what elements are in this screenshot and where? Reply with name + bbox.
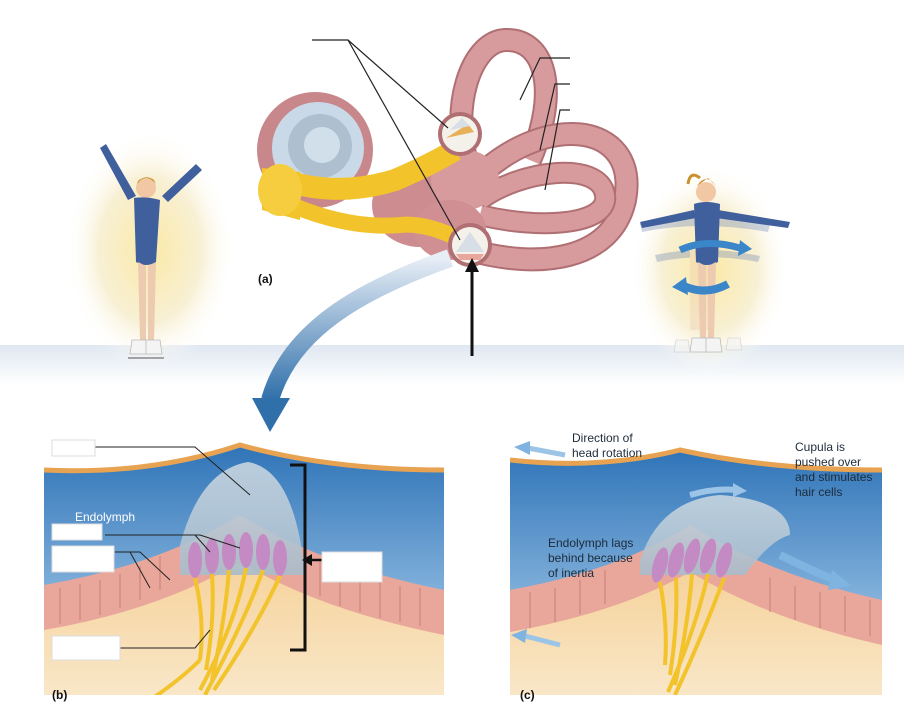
skater-spinning: [640, 173, 790, 353]
rotation-arrow-lower: [682, 280, 730, 295]
blank-label-hair-cells[interactable]: [51, 523, 103, 541]
cupula-pushed-label: Cupula is pushed over and stimulates hai…: [795, 440, 873, 499]
panel-label-c: (c): [520, 688, 535, 702]
panel-label-a: (a): [258, 272, 273, 286]
blank-label-cupula[interactable]: [51, 439, 96, 457]
panel-c-crista-stimulated: [510, 440, 882, 695]
blank-label-sensory-nerve[interactable]: [51, 635, 121, 661]
rotation-arrow-upper: [678, 240, 741, 254]
zoom-arrow: [261, 249, 454, 403]
direction-of-rotation-label: Direction of head rotation: [572, 431, 643, 460]
blank-label-supporting-cells[interactable]: [51, 545, 115, 573]
crista-bracket: [290, 463, 307, 652]
blank-label-crista[interactable]: [321, 551, 383, 583]
top-leader-lines: [312, 39, 570, 241]
skater-still: [100, 144, 202, 359]
inner-ear: [257, 28, 639, 272]
endolymph-label: Endolymph: [75, 510, 136, 524]
endolymph-lags-label: Endolymph lags behind because of inertia: [548, 536, 634, 580]
panel-label-b: (b): [52, 688, 68, 702]
